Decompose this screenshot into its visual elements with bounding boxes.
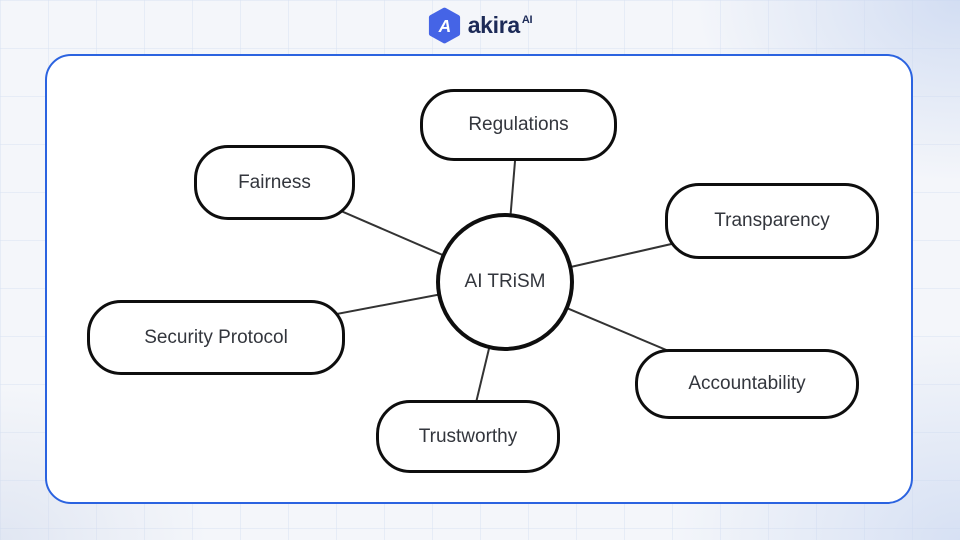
brand-name: akira xyxy=(467,12,521,38)
brand-suffix: AI xyxy=(521,14,533,26)
akira-logo-icon: A xyxy=(428,7,460,44)
node-fairness: Fairness xyxy=(194,145,355,220)
node-regulations: Regulations xyxy=(420,89,617,161)
node-accountability: Accountability xyxy=(635,349,859,419)
node-label: Regulations xyxy=(468,114,569,135)
node-transparency: Transparency xyxy=(665,183,879,259)
svg-text:A: A xyxy=(437,16,451,36)
node-label: Trustworthy xyxy=(418,425,518,447)
node-label: Transparency xyxy=(714,210,830,231)
node-label: Fairness xyxy=(238,171,311,193)
node-label: Accountability xyxy=(688,373,806,394)
node-label: Security Protocol xyxy=(144,326,288,348)
node-trustworthy: Trustworthy xyxy=(376,400,560,473)
node-ai-trism-center: AI TRiSM xyxy=(436,213,574,351)
center-label: AI TRiSM xyxy=(464,271,546,292)
diagram-canvas: Regulations Fairness Transparency Securi… xyxy=(45,54,913,504)
node-security-protocol: Security Protocol xyxy=(87,300,345,375)
